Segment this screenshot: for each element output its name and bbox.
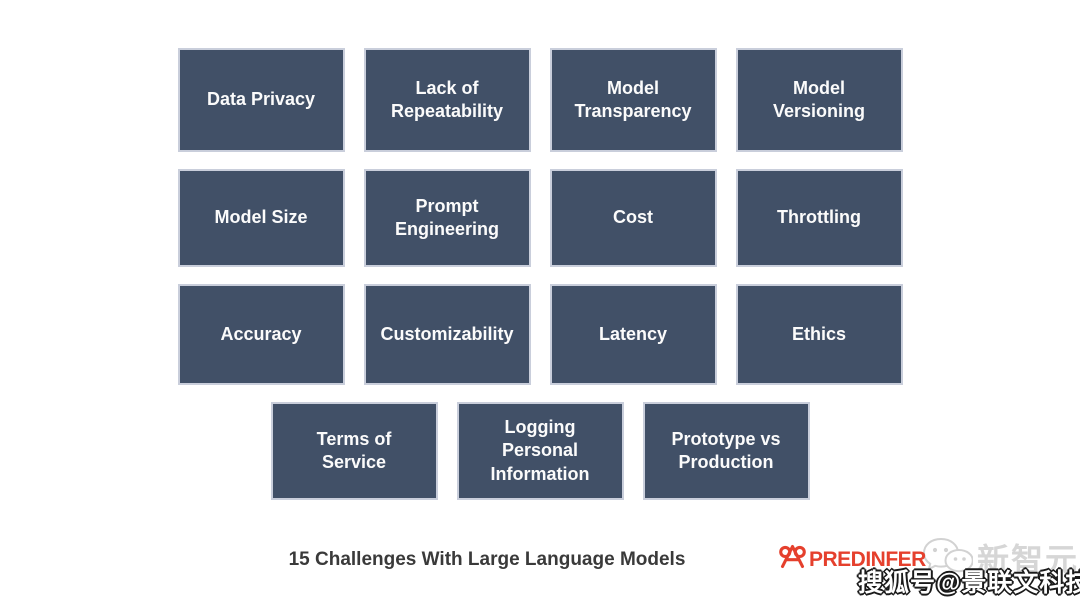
challenge-label: Prompt Engineering [394,195,499,239]
challenge-label: Model Versioning [772,77,866,121]
challenges-row: Terms of Service Logging Personal Informa… [0,402,1080,500]
challenge-box: Model Size [177,169,345,267]
challenge-box: Ethics [735,284,903,385]
wechat-watermark: 新智元 [921,536,1079,583]
wechat-icon [921,536,974,583]
challenges-grid: Data Privacy Lack of Repeatability Model T… [0,48,1080,517]
challenge-label: Terms of Service [316,428,392,472]
challenge-box: Latency [549,284,717,385]
challenge-label: Prototype vs Production [671,428,781,472]
challenge-box: Logging Personal Information [456,402,624,500]
challenge-label: Lack of Repeatability [390,77,504,121]
wechat-account-name: 新智元 [977,541,1080,578]
challenge-label: Data Privacy [206,89,316,110]
challenge-label: Accuracy [220,323,302,344]
diagram-title: 15 Challenges With Large Language Models [288,549,686,570]
challenge-box: Lack of Repeatability [363,48,531,152]
challenge-box: Terms of Service [270,402,438,500]
challenge-label: Throttling [777,207,861,228]
challenges-row: Accuracy Customizability Latency Ethics [0,284,1080,385]
challenge-box: Throttling [735,169,903,267]
challenge-box: Data Privacy [177,48,345,152]
challenge-box: Model Versioning [735,48,903,152]
predinfer-logo: PREDINFER [778,542,926,576]
challenge-label: Cost [613,207,653,228]
challenge-box: Customizability [363,284,531,385]
sohu-watermark: 搜狐号@景联文科技 [858,569,1080,597]
challenge-label: Logging Personal Information [490,416,590,484]
challenge-box: Prompt Engineering [363,169,531,267]
challenge-label: Model Transparency [574,77,692,121]
challenge-label: Latency [598,323,668,344]
challenge-box: Prototype vs Production [642,402,810,500]
challenges-row: Data Privacy Lack of Repeatability Model T… [0,48,1080,152]
challenge-box: Model Transparency [549,48,717,152]
predinfer-knot-icon [778,542,807,576]
challenge-label: Ethics [791,323,847,344]
challenge-box: Accuracy [177,284,345,385]
challenge-box: Cost [549,169,717,267]
predinfer-logo-text: PREDINFER [809,547,926,571]
challenges-row: Model Size Prompt Engineering Cost Throttli… [0,169,1080,267]
challenge-label: Model Size [214,207,308,228]
challenge-label: Customizability [380,323,514,344]
